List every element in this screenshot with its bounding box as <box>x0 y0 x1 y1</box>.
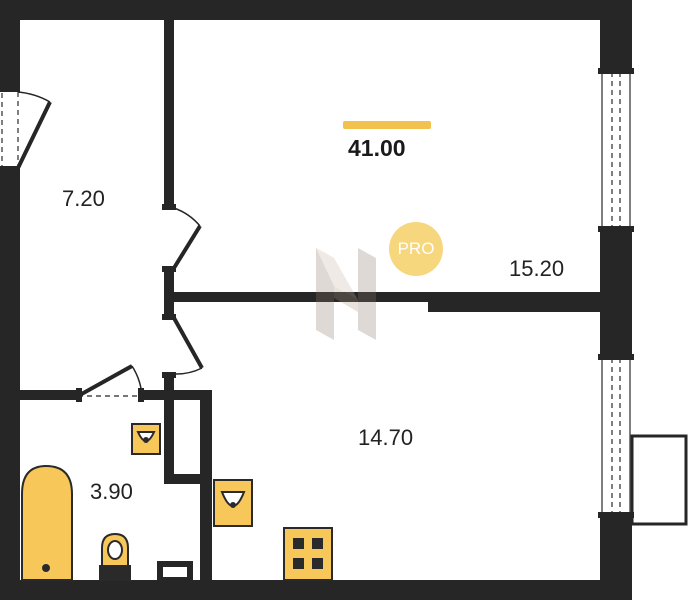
wall-bath-vent <box>157 561 193 583</box>
wall-bath-top-right <box>142 390 212 400</box>
interior-walls <box>18 18 602 583</box>
pro-badge: PRO <box>389 222 443 276</box>
stove-icon <box>283 527 333 581</box>
room-area-bathroom: 3.90 <box>90 479 133 504</box>
room-area-living-room: 15.20 <box>509 256 565 281</box>
wall-living-kitchen-thick <box>428 292 602 312</box>
wall-hall-low <box>164 374 174 396</box>
total-area: 41.00 <box>348 135 406 161</box>
wall-living-kitchen <box>172 292 430 302</box>
room-area-hallway: 7.20 <box>62 186 105 211</box>
wall-bottom <box>0 580 632 600</box>
toilet-icon <box>99 532 131 581</box>
wall-bath-right <box>200 392 212 582</box>
wall-right-1 <box>600 0 632 72</box>
sink-icon <box>131 423 161 455</box>
window-living <box>601 71 631 229</box>
bathtub-icon <box>21 464 73 581</box>
total-area-accent <box>343 121 431 129</box>
window-caps <box>0 68 634 518</box>
wall-bath-top-left <box>18 390 78 400</box>
wall-hall-living <box>164 18 174 208</box>
wall-top <box>0 0 632 20</box>
wall-hall-mid <box>164 268 174 318</box>
wall-left-lower <box>0 168 20 600</box>
door-swing-icon <box>16 91 204 398</box>
wall-left-upper <box>0 0 20 90</box>
window-kitchen <box>601 357 631 515</box>
wall-right-2 <box>600 228 632 358</box>
balcony <box>630 434 688 526</box>
room-area-kitchen: 14.70 <box>358 425 414 450</box>
sink-icon <box>213 479 253 527</box>
exterior-walls <box>0 0 632 600</box>
door-jambs <box>76 204 176 402</box>
wall-right-3 <box>600 514 632 600</box>
wall-bath-niche <box>164 394 174 484</box>
logo-h-icon <box>316 248 376 340</box>
window-entrance <box>1 89 19 169</box>
wall-bath-niche-bottom <box>164 474 206 484</box>
